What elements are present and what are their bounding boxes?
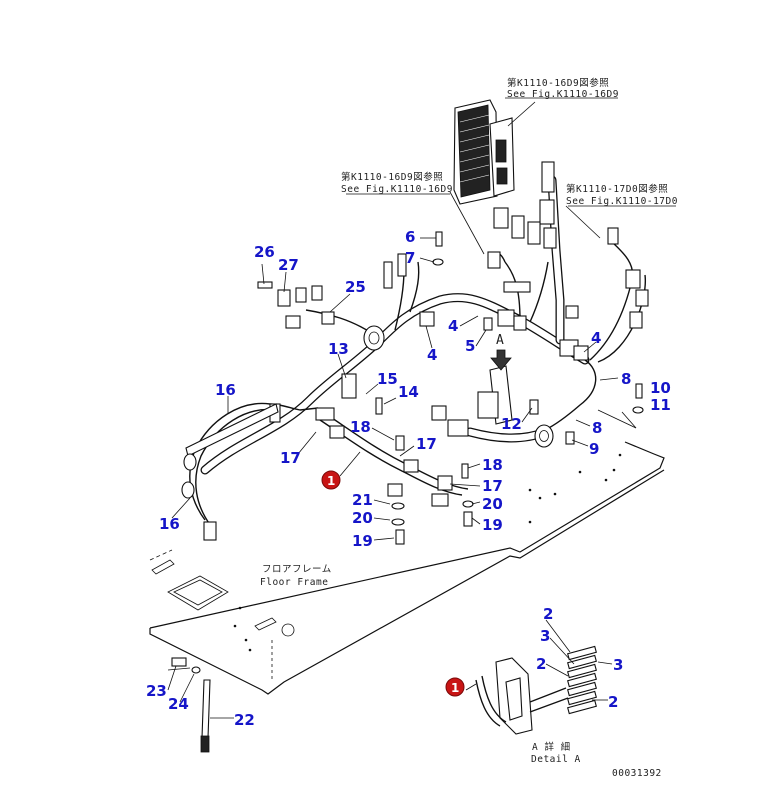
callout-27[interactable]: 27 xyxy=(278,256,299,274)
callout-16-upper[interactable]: 16 xyxy=(215,381,236,399)
callout-25[interactable]: 25 xyxy=(345,278,366,296)
callout-4-lower[interactable]: 4 xyxy=(427,346,437,364)
callout-18-left[interactable]: 18 xyxy=(350,418,371,436)
callout-11[interactable]: 11 xyxy=(650,396,671,414)
floor-label-jp: フロアフレーム xyxy=(262,564,332,575)
callout-22[interactable]: 22 xyxy=(234,711,255,729)
callout-5[interactable]: 5 xyxy=(465,337,475,355)
callout-15[interactable]: 15 xyxy=(377,370,398,388)
callout-16-lower[interactable]: 16 xyxy=(159,515,180,533)
callout-10[interactable]: 10 xyxy=(650,379,671,397)
callout-4-upper[interactable]: 4 xyxy=(448,317,458,335)
callout-23[interactable]: 23 xyxy=(146,682,167,700)
callout-2-top[interactable]: 2 xyxy=(543,605,553,623)
callout-19-left[interactable]: 19 xyxy=(352,532,373,550)
ref-right-en: See Fig.K1110-17D0 xyxy=(566,196,678,207)
callout-7[interactable]: 7 xyxy=(405,249,415,267)
callout-12[interactable]: 12 xyxy=(501,415,522,433)
detail-label-jp: A 詳 細 xyxy=(532,741,571,753)
badge-main[interactable]: 1 xyxy=(321,451,361,490)
callout-17-left[interactable]: 17 xyxy=(280,449,301,467)
callout-3-left[interactable]: 3 xyxy=(540,627,550,645)
callout-18-right[interactable]: 18 xyxy=(482,456,503,474)
floor-frame-plate xyxy=(149,441,665,695)
ref-top-en: See Fig.K1110-16D9 xyxy=(507,89,619,100)
ref-mid-jp: 第K1110-16D9図参照 xyxy=(341,171,443,183)
view-marker-a: A xyxy=(496,333,504,348)
ref-top-jp: 第K1110-16D9図参照 xyxy=(507,77,609,89)
callout-6[interactable]: 6 xyxy=(405,228,415,246)
view-arrow-a: A xyxy=(490,333,512,371)
detail-a xyxy=(475,645,597,735)
badge-detail[interactable]: 1 xyxy=(445,677,465,697)
reference-notes: 第K1110-16D9図参照 See Fig.K1110-16D9 第K1110… xyxy=(260,77,678,779)
callouts: 26 27 25 6 7 4 5 4 4 13 15 14 16 16 18 1… xyxy=(146,228,671,729)
callout-24[interactable]: 24 xyxy=(168,695,189,713)
callout-17-center[interactable]: 17 xyxy=(416,435,437,453)
callout-13[interactable]: 13 xyxy=(328,340,349,358)
ref-right-jp: 第K1110-17D0図参照 xyxy=(566,183,668,195)
controller-unit xyxy=(453,99,515,205)
badge-detail-text: 1 xyxy=(451,681,459,695)
callout-26[interactable]: 26 xyxy=(254,243,275,261)
callout-20-right[interactable]: 20 xyxy=(482,495,503,513)
detail-label-en: Detail A xyxy=(531,754,581,765)
callout-2-mid[interactable]: 2 xyxy=(536,655,546,673)
callout-19-right[interactable]: 19 xyxy=(482,516,503,534)
drawing-number: 00031392 xyxy=(612,768,662,779)
callout-4-right[interactable]: 4 xyxy=(591,329,601,347)
callout-8-upper[interactable]: 8 xyxy=(621,370,631,388)
callout-3-right[interactable]: 3 xyxy=(613,656,623,674)
callout-2-bottom[interactable]: 2 xyxy=(608,693,618,711)
callout-14[interactable]: 14 xyxy=(398,383,419,401)
callout-17-right[interactable]: 17 xyxy=(482,477,503,495)
callout-21[interactable]: 21 xyxy=(352,491,373,509)
harness-connectors xyxy=(171,161,649,753)
badge-main-text: 1 xyxy=(327,474,335,488)
callout-9[interactable]: 9 xyxy=(589,440,599,458)
callout-20-left[interactable]: 20 xyxy=(352,509,373,527)
ref-mid-en: See Fig.K1110-16D9 xyxy=(341,184,453,195)
callout-8-lower[interactable]: 8 xyxy=(592,419,602,437)
floor-label-en: Floor Frame xyxy=(260,577,328,588)
leader-lines xyxy=(167,97,676,719)
